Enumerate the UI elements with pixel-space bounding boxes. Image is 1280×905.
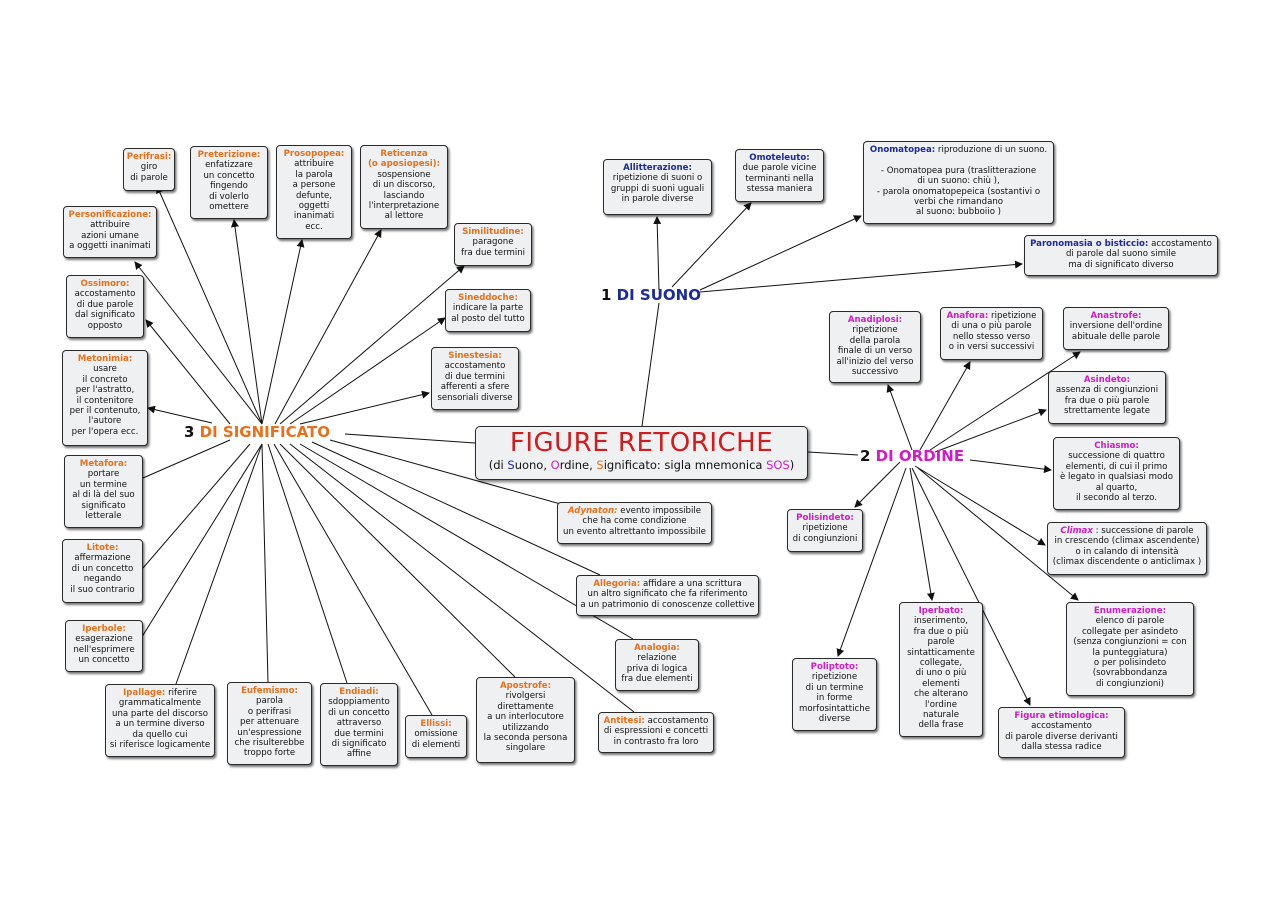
node-perifrasi: Perifrasi: giro di parole [123, 148, 175, 191]
node-ossimoro: Ossimoro: accostamento di due parole dal… [66, 275, 144, 338]
node-climax: Climax : successione di parole in cresce… [1047, 522, 1207, 575]
node-iperbole: Iperbole: esagerazione nell'esprimere un… [65, 620, 143, 672]
edge-onomatopea [699, 215, 862, 291]
edge-center-suono [641, 302, 660, 427]
central-node: FIGURE RETORICHE (di Suono, Ordine, Sign… [475, 426, 808, 480]
central-subtitle: (di Suono, Ordine, Significato: sigla mn… [488, 458, 795, 472]
node-allitterazione: Allitterazione:ripetizione di suoni o gr… [603, 159, 712, 215]
edge-enumerazione [917, 467, 1079, 601]
node-omoteleuto: Omoteleuto:due parole vicine terminanti … [735, 149, 824, 202]
node-sinestesia: Sinestesia: accostamento di due termini … [431, 347, 519, 410]
node-anadiplosi: Anadiplosi: ripetizione della parola fin… [829, 311, 921, 383]
node-eufemismo: Eufemismo: parola o perifrasi per attenu… [227, 682, 312, 765]
node-metafora: Metafora: portare un termine al di là de… [64, 455, 143, 528]
node-allegoria: Allegoria: affidare a una scrittura un a… [576, 575, 759, 616]
node-paronomasia: Paronomasia o bisticcio: accostamento di… [1024, 235, 1218, 276]
edge-ipallage [175, 443, 263, 685]
node-onomatopea: Onomatopea: riproduzione di un suono. - … [863, 141, 1054, 224]
edge-omoteleuto [671, 202, 752, 288]
node-anafora: Anafora: ripetizione di una o più parole… [940, 307, 1043, 360]
edge-metonimia [147, 405, 213, 424]
edge-adynaton [329, 439, 576, 509]
central-title: FIGURE RETORICHE [509, 428, 774, 458]
node-endiadi: Endiadi: sdoppiamento di un concetto att… [320, 683, 398, 766]
node-reticenza: Reticenza (o aposiopesi): sospensione di… [360, 145, 448, 229]
node-similitudine: Similitudine: paragone fra due termini [454, 223, 532, 266]
node-poliptoto: Poliptoto: ripetizione di un termine in … [792, 658, 877, 731]
edge-poliptoto [836, 467, 907, 657]
node-ellissi: Ellissi: omissione di elementi [405, 715, 467, 758]
edge-figura-etimologica [911, 467, 1031, 706]
node-litote: Litote: affermazione di un concetto nega… [62, 539, 143, 603]
node-sineddoche: Sineddoche: indicare la parte al posto d… [445, 289, 531, 332]
edge-iperbole [139, 443, 263, 641]
edge-personificazione [134, 261, 263, 425]
edge-paronomasia [699, 260, 1023, 293]
edge-similitudine [279, 265, 465, 425]
edge-polisindeto [854, 461, 901, 508]
edge-ellissi [273, 443, 433, 716]
node-adynaton: Adynaton: evento impossibile che ha come… [557, 502, 712, 544]
node-asindeto: Asindeto: assenza di congiunzioni fra du… [1048, 371, 1166, 424]
edge-endiadi [267, 443, 348, 684]
edge-anadiplosi [886, 384, 913, 451]
edge-center-significato [344, 433, 476, 444]
node-iperbato: Iperbato: inserimento, fra due o più par… [899, 602, 983, 737]
node-chiasmo: Chiasmo: successione di quattro elementi… [1053, 437, 1180, 510]
edge-prosopopea [261, 239, 305, 425]
node-prosopopea: Prosopopea: attribuire la parola a perso… [276, 145, 352, 239]
node-metonimia: Metonimia: usare il concreto per l'astra… [62, 350, 148, 446]
node-ipallage: Ipallage: riferire grammaticalmente una … [105, 684, 215, 757]
edge-chiasmo [969, 459, 1052, 474]
edge-reticenza [274, 229, 382, 425]
edge-allegoria [311, 441, 601, 576]
edge-iperbato [909, 467, 935, 601]
hub-di-ordine: 2 DI ORDINE [860, 447, 965, 465]
node-apostrofe: Apostrofe: rivolgersi direttamente a un … [476, 677, 575, 763]
edge-sineddoche [289, 317, 446, 425]
edge-apostrofe [279, 443, 516, 678]
node-figura-etimologica: Figura etimologica: accostamento di paro… [998, 707, 1125, 758]
node-personificazione: Personificazione: attribuire azioni uman… [63, 206, 157, 258]
edge-perifrasi [156, 185, 263, 425]
node-polisindeto: Polisindeto: ripetizione di congiunzioni [787, 509, 863, 552]
edge-preterizione [230, 219, 263, 425]
edge-asindeto [934, 408, 1047, 453]
edge-sinestesia [299, 390, 430, 425]
node-enumerazione: Enumerazione: elenco di parole collegate… [1066, 602, 1194, 696]
edge-allitterazione [653, 216, 662, 291]
hub-di-suono: 1 DI SUONO [601, 286, 701, 304]
edge-litote [142, 443, 251, 569]
node-anastrofe: Anastrofe: inversione dell'ordine abitua… [1063, 307, 1169, 350]
node-analogia: Analogia: relazione priva di logica fra … [615, 639, 699, 691]
node-preterizione: Preterizione: enfatizzare un concetto fi… [190, 146, 268, 219]
edge-anafora [919, 361, 971, 451]
edge-climax [914, 465, 1046, 546]
edge-center-ordine [807, 451, 859, 456]
edge-anastrofe [929, 351, 1081, 451]
edge-antitesi [289, 443, 635, 713]
edge-metafora [142, 439, 231, 479]
node-antitesi: Antitesi: accostamento di espressioni e … [598, 712, 714, 753]
edge-ossimoro [145, 319, 231, 425]
hub-di-significato: 3 DI SIGNIFICATO [184, 423, 331, 441]
edge-eufemismo [261, 443, 269, 683]
